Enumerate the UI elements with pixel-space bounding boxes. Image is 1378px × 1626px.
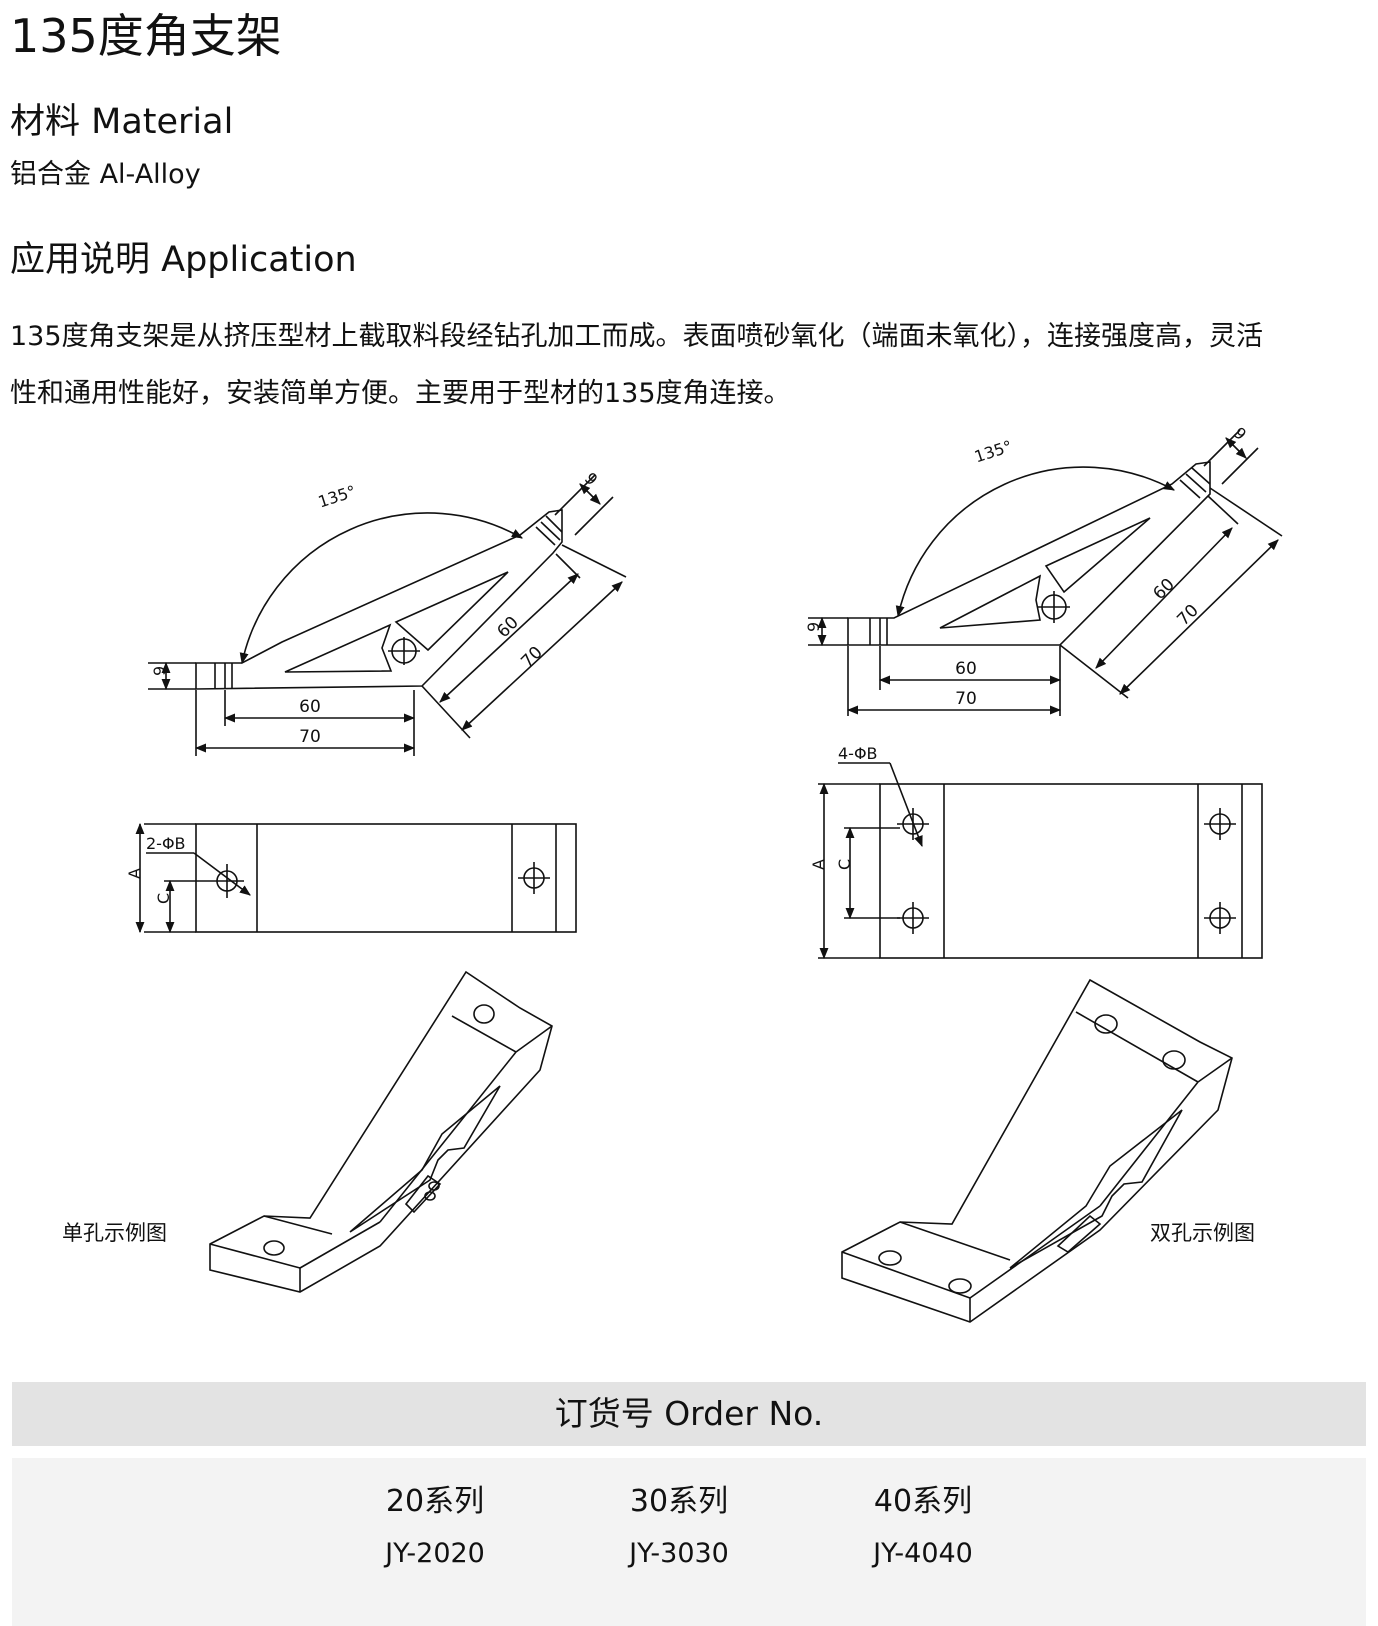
application-text: 135度角支架是从挤压型材上截取料段经钻孔加工而成。表面喷砂氧化（端面未氧化），…	[10, 321, 1264, 409]
left-caption: 单孔示例图	[62, 1221, 167, 1245]
page-title: 135度角支架	[10, 9, 282, 63]
material-heading: 材料 Material	[10, 102, 234, 142]
right-dim-a: A	[809, 859, 828, 870]
right-hole-label: 4-ΦB	[838, 744, 878, 763]
series-40: 40系列 JY-4040	[818, 1482, 1028, 1572]
right-angle-label: 135°	[972, 436, 1015, 466]
left-angle-label: 135°	[316, 482, 359, 512]
left-side-view: 135° 9 9 60 70 60 70	[148, 469, 627, 756]
material-value: 铝合金 Al-Alloy	[10, 159, 201, 190]
left-dim-60-a: 60	[299, 697, 321, 717]
left-dim-9-a: 9	[150, 666, 169, 676]
left-dim-a: A	[125, 868, 144, 879]
right-dim-c: C	[835, 859, 854, 870]
right-top-view: A C 4-ΦB	[809, 744, 1263, 960]
application-heading: 应用说明 Application	[10, 240, 357, 280]
order-code: JY-2020	[385, 1538, 485, 1569]
right-dim-60-b: 60	[1149, 575, 1178, 604]
series-20: 20系列 JY-2020	[330, 1482, 540, 1572]
series-name: 40系列	[873, 1484, 973, 1519]
order-code: JY-4040	[873, 1538, 973, 1569]
right-caption: 双孔示例图	[1150, 1221, 1255, 1245]
left-dim-c: C	[154, 893, 173, 904]
series-name: 30系列	[629, 1484, 729, 1519]
left-top-view: A C 2-ΦB	[125, 822, 577, 934]
left-hole-label: 2-ΦB	[146, 834, 186, 853]
order-table: 20系列 JY-2020 30系列 JY-3030 40系列 JY-4040	[12, 1458, 1366, 1626]
right-isometric-view	[841, 978, 1233, 1323]
right-dim-9-b: 9	[1230, 423, 1251, 444]
order-heading: 订货号 Order No.	[12, 1382, 1366, 1446]
technical-drawings: 135° 9 9 60 70 60 70	[62, 423, 1283, 1323]
right-dim-60-a: 60	[955, 659, 977, 679]
left-dim-70-b: 70	[517, 643, 546, 672]
series-name: 20系列	[385, 1484, 485, 1519]
order-code: JY-3030	[629, 1538, 729, 1569]
right-dim-70-a: 70	[955, 689, 977, 709]
left-dim-60-b: 60	[493, 613, 522, 642]
left-dim-70-a: 70	[299, 727, 321, 747]
right-dim-9-a: 9	[804, 622, 823, 632]
left-isometric-view	[209, 970, 553, 1293]
series-30: 30系列 JY-3030	[574, 1482, 784, 1572]
right-side-view: 135° 9 9 60 70 60 70	[804, 423, 1283, 716]
right-dim-70-b: 70	[1173, 601, 1202, 630]
